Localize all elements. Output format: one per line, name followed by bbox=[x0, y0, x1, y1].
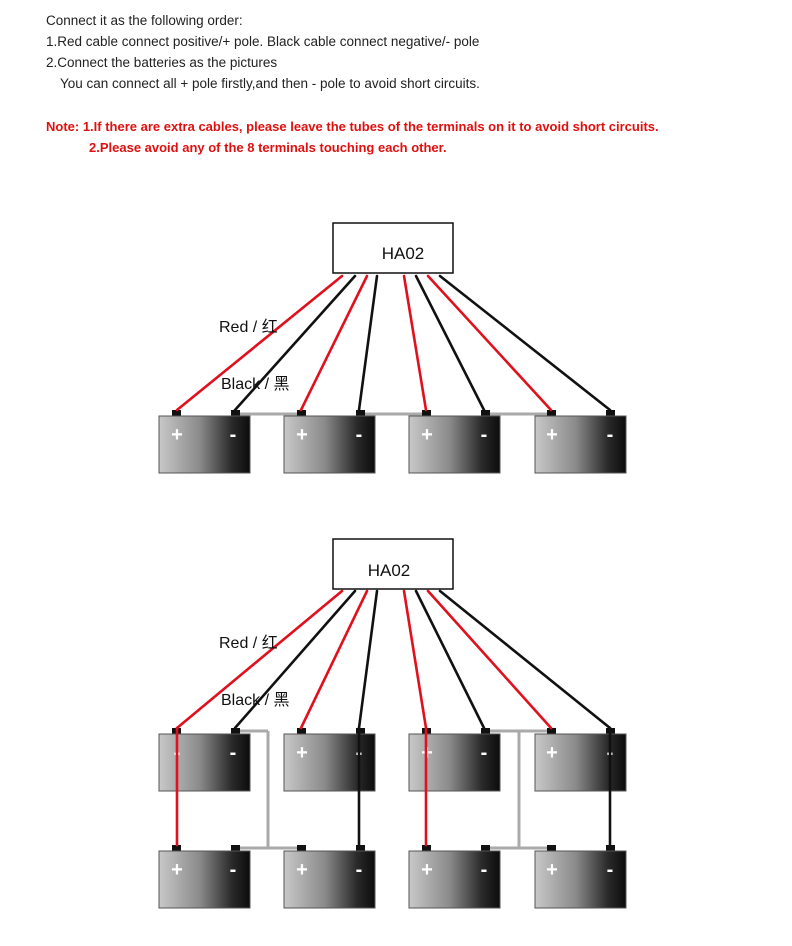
black-cable-label: Black / 黑 bbox=[221, 376, 289, 393]
plus-terminal-label: + bbox=[296, 859, 308, 881]
instructions-step-2: 2.Connect the batteries as the pictures bbox=[46, 55, 278, 70]
red-cable-label: Red / 红 bbox=[219, 318, 278, 336]
minus-terminal-label: - bbox=[481, 859, 488, 881]
diagram-2: - - + - + - + - + bbox=[158, 538, 627, 909]
diagram-2-battery-bottom-3: + - bbox=[408, 845, 501, 909]
note-line-2: 2.Please avoid any of the 8 terminals to… bbox=[89, 140, 447, 155]
plus-terminal-label: + bbox=[421, 424, 433, 446]
diagram-2-battery-bottom-4: + - bbox=[534, 845, 627, 909]
minus-terminal-label: - bbox=[230, 742, 237, 764]
black-cable bbox=[357, 589, 379, 730]
diagram-1-controller-box: HA02 bbox=[332, 222, 454, 274]
minus-terminal-label: - bbox=[356, 424, 363, 446]
red-cable bbox=[402, 274, 428, 412]
diagram-2-battery-top-4: + - bbox=[534, 728, 627, 792]
red-cable bbox=[402, 589, 428, 730]
diagram-2-battery-bottom-2: + - bbox=[283, 845, 376, 909]
diagram-2-battery-top-2: + - bbox=[283, 728, 376, 792]
black-cable-label: Black / 黑 bbox=[221, 692, 289, 709]
diagram-1: + - + - + - + - bbox=[158, 222, 627, 474]
black-cable bbox=[233, 274, 357, 412]
black-cable bbox=[357, 274, 379, 412]
diagram-1-battery-2: + - bbox=[283, 410, 376, 474]
warning-note: Note: 1.If there are extra cables, pleas… bbox=[46, 116, 659, 158]
instructions-step-1: 1.Red cable connect positive/+ pole. Bla… bbox=[46, 34, 480, 49]
diagram-2-links bbox=[236, 729, 552, 850]
diagram-1-battery-1: + - bbox=[158, 410, 251, 474]
note-line-1: Note: 1.If there are extra cables, pleas… bbox=[46, 119, 659, 134]
plus-terminal-label: + bbox=[421, 859, 433, 881]
diagram-2-cables bbox=[175, 589, 612, 847]
instructions: Connect it as the following order: 1.Red… bbox=[46, 10, 480, 94]
minus-terminal-label: - bbox=[607, 424, 614, 446]
red-cable bbox=[299, 274, 369, 412]
black-cable bbox=[233, 589, 357, 730]
diagram-1-cables bbox=[175, 274, 612, 412]
black-cable bbox=[438, 589, 612, 730]
minus-terminal-label: - bbox=[356, 859, 363, 881]
plus-terminal-label: + bbox=[171, 424, 183, 446]
black-cable bbox=[438, 274, 612, 412]
minus-terminal-label: - bbox=[481, 742, 488, 764]
red-cable-label: Red / 红 bbox=[219, 634, 278, 652]
minus-terminal-label: - bbox=[230, 424, 237, 446]
diagram-2-battery-bottom-1: + - bbox=[158, 845, 251, 909]
red-cable bbox=[175, 589, 344, 730]
minus-terminal-label: - bbox=[481, 424, 488, 446]
minus-terminal-label: - bbox=[230, 859, 237, 881]
black-cable bbox=[414, 589, 486, 730]
plus-terminal-label: + bbox=[296, 742, 308, 764]
minus-terminal-label: - bbox=[607, 859, 614, 881]
diagram-2-controller-box: HA02 bbox=[332, 538, 454, 590]
red-cable bbox=[299, 589, 369, 730]
instructions-step-2-detail: You can connect all + pole firstly,and t… bbox=[60, 76, 480, 91]
plus-terminal-label: + bbox=[546, 742, 558, 764]
diagram-2-battery-top-1: - - bbox=[158, 728, 251, 792]
red-cable bbox=[426, 274, 553, 412]
instructions-heading: Connect it as the following order: bbox=[46, 13, 243, 28]
red-cable bbox=[175, 274, 344, 412]
diagram-2-battery-top-3: + - bbox=[408, 728, 501, 792]
red-cable bbox=[426, 589, 553, 730]
black-cable bbox=[414, 274, 486, 412]
plus-terminal-label: + bbox=[296, 424, 308, 446]
plus-terminal-label: + bbox=[171, 859, 183, 881]
plus-terminal-label: + bbox=[546, 424, 558, 446]
plus-terminal-label: + bbox=[546, 859, 558, 881]
diagram-1-battery-4: + - bbox=[534, 410, 627, 474]
controller-label: HA02 bbox=[382, 244, 425, 263]
controller-label: HA02 bbox=[368, 561, 411, 580]
diagram-1-battery-3: + - bbox=[408, 410, 501, 474]
